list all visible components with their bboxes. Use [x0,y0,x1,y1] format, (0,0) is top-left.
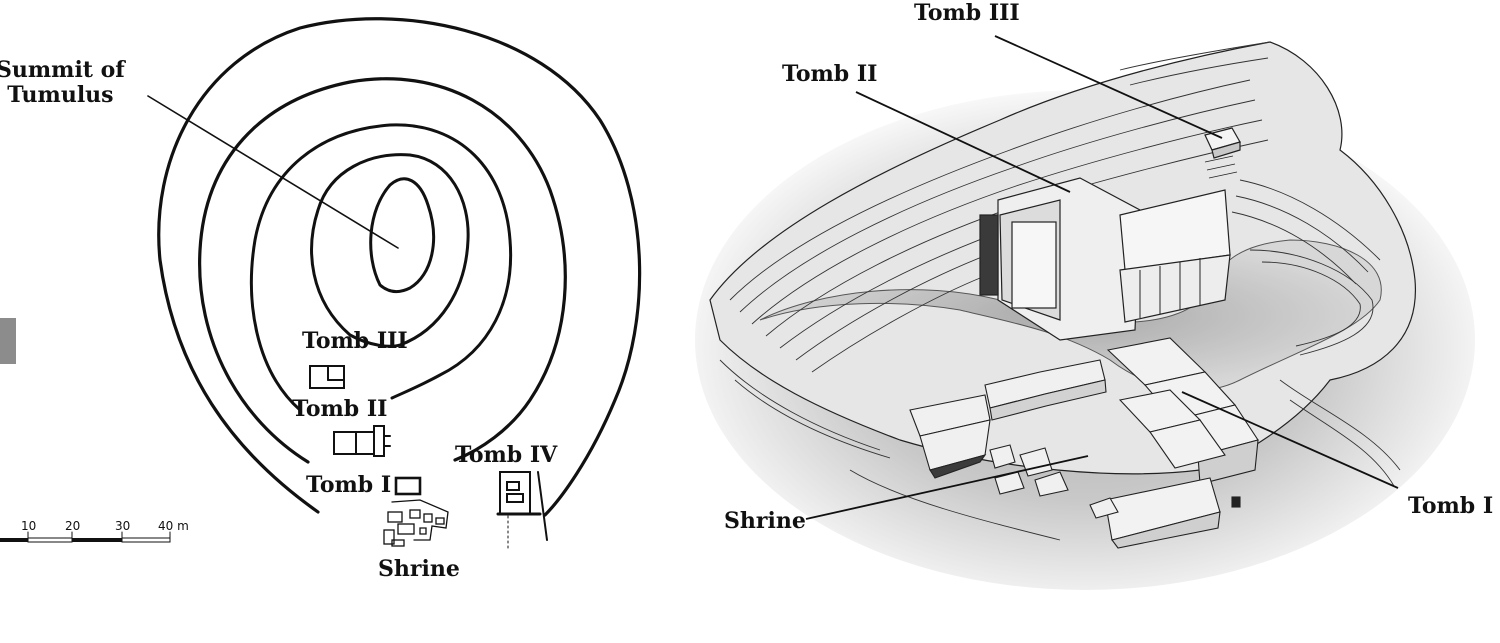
scale-tick-30: 30 [115,519,131,533]
scale-tick-40m: 40 m [158,519,189,533]
summit-leader [147,95,399,249]
contour-2 [198,77,567,464]
label-plan-tomb2: Tomb II [292,396,388,422]
leader-tomb3 [994,35,1223,139]
label-persp-tomb3: Tomb III [914,0,1020,26]
scale-tick-20: 20 [65,519,81,533]
tomb4-plan-icon [496,471,548,549]
tomb1-structure [1104,337,1259,549]
label-plan-tomb4: Tomb IV [455,442,558,468]
leader-shrine [805,455,1089,520]
label-summit-line1: Summit of [0,57,125,83]
tomb1-plan-icon [394,476,422,496]
tomb2-structure [979,177,1231,341]
tomb3-plan-icon [309,365,345,389]
label-persp-shrine: Shrine [724,508,806,534]
label-plan-shrine: Shrine [378,556,460,582]
scale-tick-10: 10 [21,519,37,533]
leader-tomb1 [1181,391,1399,489]
label-persp-tomb2: Tomb II [782,61,878,87]
label-plan-tomb1: Tomb I [306,472,392,498]
label-summit-line2: Tumulus [7,82,114,109]
scale-bar [0,531,171,543]
tomb2-plan-icon [333,425,391,457]
leader-tomb2 [855,91,1071,193]
edge-marker [0,318,16,364]
perspective-leaders [805,35,1399,520]
label-plan-tomb3: Tomb III [302,328,408,354]
contour-4 [310,153,470,348]
shrine-plan-icon [383,499,449,547]
contour-outer [157,17,642,517]
label-summit-of-tumulus: Summit of Tumulus [0,57,125,109]
contour-hatching [719,41,1401,541]
perspective-view [695,35,1475,590]
contour-3 [249,123,513,412]
label-persp-tomb1: Tomb I [1408,493,1494,519]
contour-summit [369,177,436,294]
site-plan [0,17,642,549]
